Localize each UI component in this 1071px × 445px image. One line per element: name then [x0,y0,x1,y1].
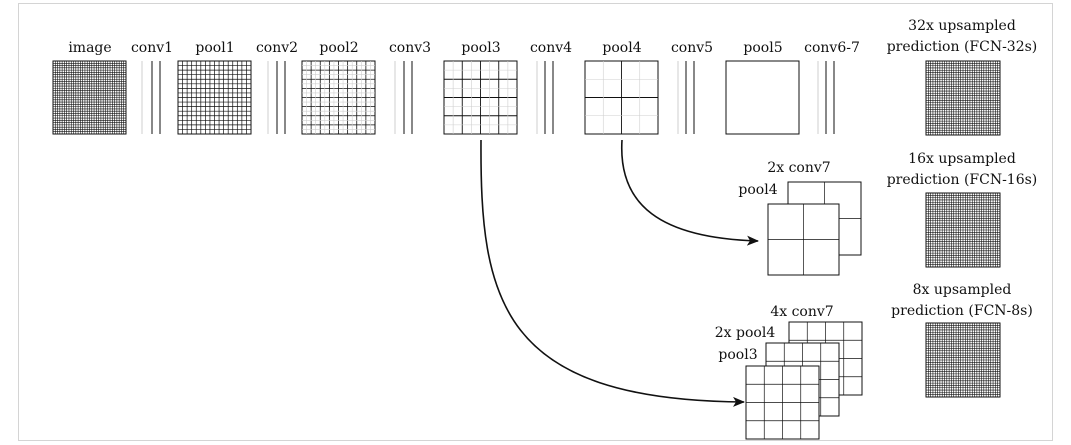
stack16-conv7-label: 2x conv7 [767,160,830,176]
diagram-shapes [52,60,1001,440]
label-conv4: conv4 [530,40,572,56]
label-pool5: pool5 [743,40,782,56]
fcn32-label-line1: 32x upsampled [908,18,1016,34]
stack8-conv7-label: 4x conv7 [770,304,833,320]
label-conv2: conv2 [256,40,298,56]
fcn32-label-line2: prediction (FCN-32s) [887,39,1038,55]
fcn8-label-line2: prediction (FCN-8s) [891,303,1033,319]
label-conv1: conv1 [131,40,173,56]
label-image: image [68,40,111,56]
pool5-grid [725,60,800,135]
stack16-pool4-label: pool4 [738,182,777,198]
fcn8-label-line1: 8x upsampled [913,282,1012,298]
arrow-pool3-to-fcn8 [480,139,745,407]
fcn16-label-line1: 16x upsampled [908,151,1016,167]
arrow-pool4-to-fcn16 [621,139,759,246]
label-pool3: pool3 [461,40,500,56]
stack8-pool3-label: pool3 [718,347,757,363]
label-pool1: pool1 [195,40,234,56]
label-conv3: conv3 [389,40,431,56]
fcn16-label-line2: prediction (FCN-16s) [887,172,1038,188]
label-pool4: pool4 [602,40,641,56]
label-pool2: pool2 [319,40,358,56]
stack8-pool4-label: 2x pool4 [715,325,776,341]
label-conv5: conv5 [671,40,713,56]
label-conv6-7: conv6-7 [804,40,860,56]
